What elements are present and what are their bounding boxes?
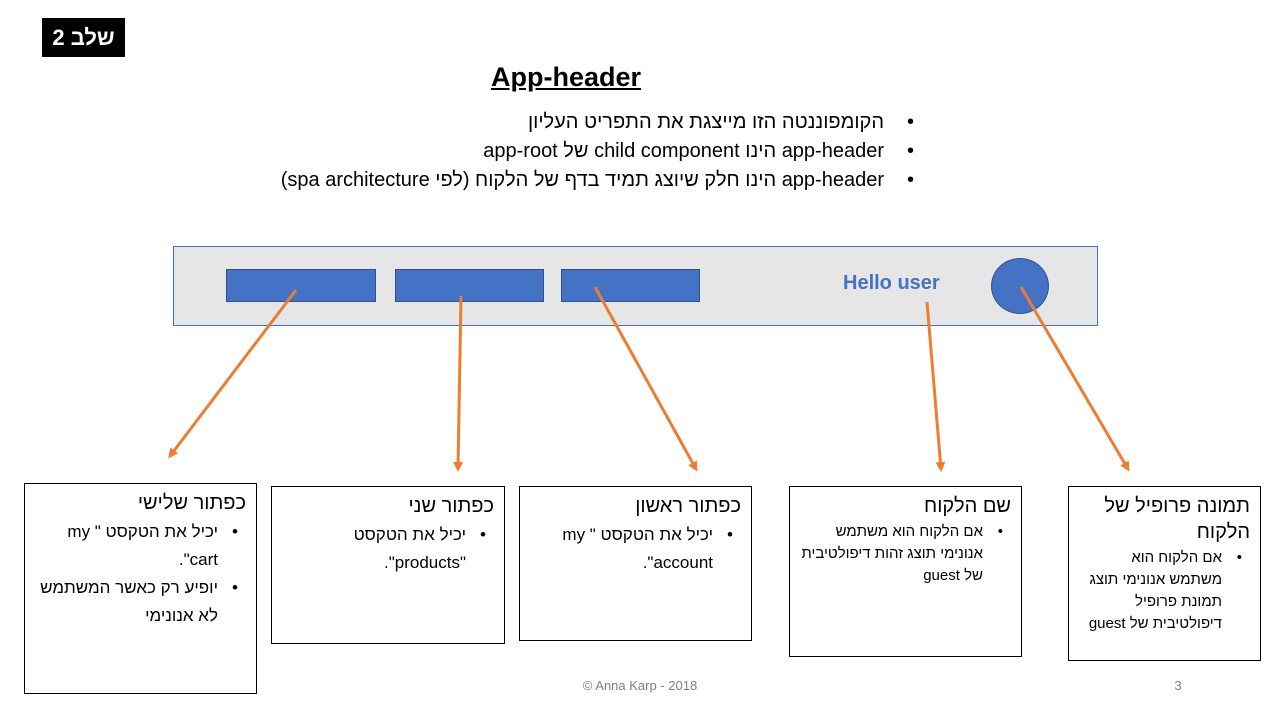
box-item: יכיל את הטקסט " my account". [528, 521, 741, 577]
box-title: כפתור שני [408, 495, 494, 517]
box-item: אם הלקוח הוא משתמש אנונימי תוצג תמונת פר… [1077, 547, 1250, 635]
arrow [925, 301, 946, 472]
box-title: כפתור שלישי [137, 492, 246, 514]
arrow [453, 295, 464, 472]
intro-bullet: app-header הינו child component של app-r… [200, 137, 918, 166]
mock-third-button [226, 269, 376, 302]
third-button-box: כפתור שלישי יכיל את הטקסט " my cart". יו… [24, 483, 257, 694]
box-item: אם הלקוח הוא משתמש אנונימי תוצג זהות דיפ… [798, 521, 1011, 587]
box-item: יכיל את הטקסט "products". [280, 521, 494, 577]
intro-bullet: app-header הינו חלק שיוצג תמיד בדף של הל… [200, 166, 918, 195]
mock-profile-avatar [991, 258, 1049, 314]
customer-name-box: שם הלקוח אם הלקוח הוא משתמש אנונימי תוצג… [789, 486, 1022, 657]
page-number: 3 [1174, 678, 1182, 693]
mock-first-button [561, 269, 700, 302]
box-title: כפתור ראשון [635, 495, 741, 517]
arrow [593, 286, 698, 472]
profile-picture-box: תמונה פרופיל של הלקוח אם הלקוח הוא משתמש… [1068, 486, 1261, 661]
box-item: יופיע רק כאשר המשתמש לא אנונימי [33, 574, 246, 630]
step-badge: שלב 2 [42, 18, 125, 57]
mock-second-button [395, 269, 544, 302]
second-button-box: כפתור שני יכיל את הטקסט "products". [271, 486, 505, 644]
arrow [1019, 286, 1130, 472]
first-button-box: כפתור ראשון יכיל את הטקסט " my account". [519, 486, 752, 641]
app-header-mockup: Hello user [173, 246, 1098, 326]
footer-copyright: © Anna Karp - 2018 [582, 678, 698, 693]
box-title: תמונה פרופיל של הלקוח [1104, 495, 1250, 543]
arrow [168, 289, 298, 459]
mock-greeting: Hello user [843, 272, 940, 294]
intro-bullets: הקומפוננטה הזו מייצגת את התפריט העליון a… [200, 108, 918, 195]
box-item: יכיל את הטקסט " my cart". [33, 518, 246, 574]
intro-bullet: הקומפוננטה הזו מייצגת את התפריט העליון [200, 108, 918, 137]
box-title: שם הלקוח [924, 495, 1011, 517]
slide-title: App-header [490, 62, 642, 92]
